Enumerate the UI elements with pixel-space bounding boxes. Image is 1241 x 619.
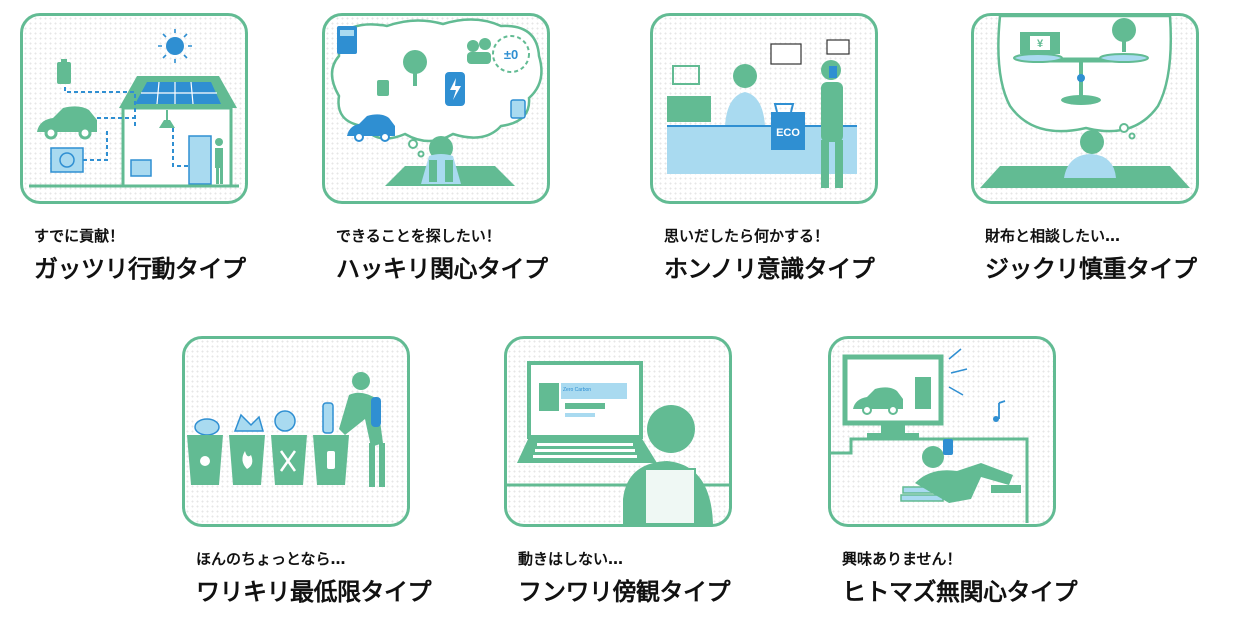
solar-house-icon [29, 29, 239, 188]
thinking-person-icon: ±0 [330, 18, 543, 186]
type-subtitle: 動きはしない… [518, 550, 624, 568]
type-title: ホンノリ意識タイプ [664, 255, 875, 283]
recycling-bins-icon [187, 372, 385, 487]
illustration-frame [20, 13, 248, 204]
type-title: フンワリ傍観タイプ [518, 578, 730, 606]
type-title: ガッツリ行動タイプ [34, 255, 246, 283]
illustration-frame [182, 336, 410, 527]
illustration-frame: ¥ [971, 13, 1199, 204]
illustration-frame: Zero Carbon [504, 336, 732, 527]
type-subtitle: 財布と相談したい… [985, 227, 1121, 245]
type-subtitle: できることを探したい！ [336, 227, 501, 245]
illustration-frame: ECO [650, 13, 878, 204]
screen-banner-label: Zero Carbon [563, 387, 591, 393]
illustration-frame: ±0 [322, 13, 550, 204]
type-subtitle: 興味ありません！ [842, 550, 962, 568]
type-title: ワリキリ最低限タイプ [196, 578, 432, 606]
yen-symbol: ¥ [1037, 38, 1044, 50]
eco-shopping-icon: ECO [667, 39, 857, 188]
illustration-frame [828, 336, 1056, 527]
type-subtitle: ほんのちょっとなら… [196, 550, 346, 568]
type-subtitle: すでに貢献！ [34, 227, 125, 245]
tv-smartphone-icon [831, 348, 1029, 523]
laptop-viewer-icon: Zero Carbon [507, 361, 729, 524]
type-subtitle: 思いだしたら何かする！ [664, 227, 830, 245]
type-title: ヒトマズ無関心タイプ [842, 578, 1078, 606]
type-title: ジックリ慎重タイプ [985, 255, 1197, 283]
eco-bag-label: ECO [776, 127, 800, 139]
balance-badge: ±0 [504, 47, 518, 62]
type-title: ハッキリ関心タイプ [336, 255, 548, 283]
balance-scale-icon: ¥ [980, 16, 1190, 188]
